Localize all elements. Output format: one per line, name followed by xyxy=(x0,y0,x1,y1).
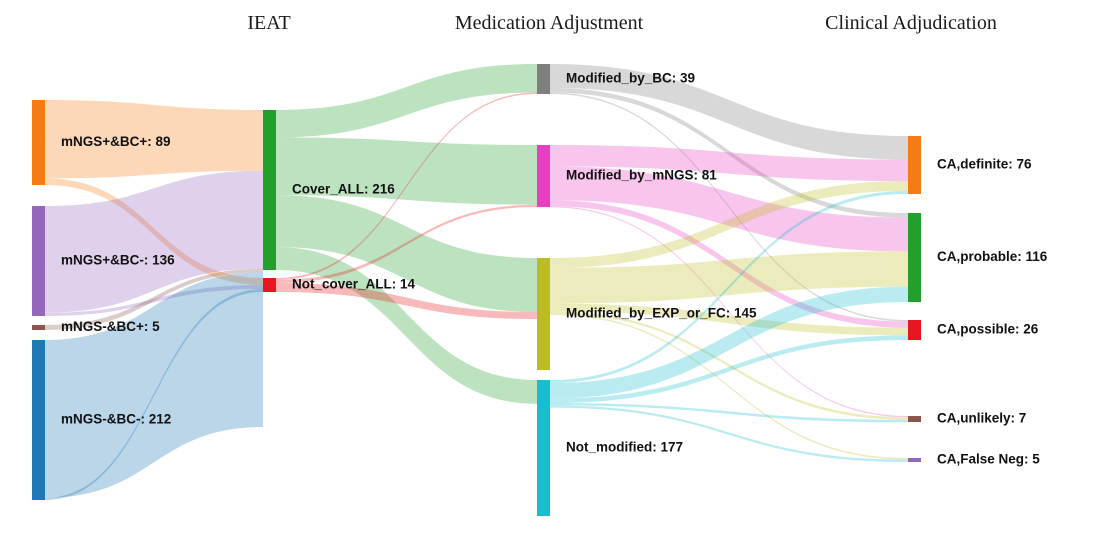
sankey-node[interactable] xyxy=(263,110,276,270)
sankey-link[interactable] xyxy=(276,64,537,138)
sankey-node-label: Cover_ALL: 216 xyxy=(292,182,395,197)
sankey-link[interactable] xyxy=(550,313,908,460)
sankey-node-label: CA,probable: 116 xyxy=(937,249,1048,264)
sankey-link[interactable] xyxy=(550,403,908,423)
sankey-node[interactable] xyxy=(32,100,45,185)
sankey-node[interactable] xyxy=(908,458,921,462)
sankey-link[interactable] xyxy=(550,303,908,336)
sankey-link[interactable] xyxy=(550,92,908,322)
sankey-node-label: Not_modified: 177 xyxy=(566,440,683,455)
sankey-link[interactable] xyxy=(45,285,263,316)
sankey-link[interactable] xyxy=(550,206,908,418)
sankey-node[interactable] xyxy=(537,145,550,207)
sankey-link[interactable] xyxy=(550,286,908,399)
sankey-link[interactable] xyxy=(550,311,908,420)
sankey-link[interactable] xyxy=(276,195,537,313)
sankey-link[interactable] xyxy=(550,145,908,182)
sankey-link[interactable] xyxy=(550,181,908,269)
sankey-link[interactable] xyxy=(276,283,537,320)
sankey-node[interactable] xyxy=(537,380,550,516)
sankey-node-label: CA,unlikely: 7 xyxy=(937,411,1026,426)
sankey-link[interactable] xyxy=(550,87,908,218)
sankey-link[interactable] xyxy=(45,268,263,330)
sankey-link[interactable] xyxy=(550,200,908,328)
column-header-ieat: IEAT xyxy=(247,12,291,34)
sankey-link[interactable] xyxy=(45,289,263,500)
sankey-link[interactable] xyxy=(550,405,908,462)
sankey-link[interactable] xyxy=(45,272,263,498)
sankey-node[interactable] xyxy=(32,206,45,316)
sankey-node-label: mNGS+&BC+: 89 xyxy=(61,134,171,149)
sankey-link[interactable] xyxy=(45,100,263,179)
labels-layer: mNGS+&BC+: 89 mNGS+&BC-: 136 mNGS-&BC+: 5 m… xyxy=(61,71,1048,467)
sankey-link[interactable] xyxy=(550,166,908,252)
sankey-node-label: mNGS-&BC-: 212 xyxy=(61,412,171,427)
sankey-node-label: mNGS-&BC+: 5 xyxy=(61,319,160,334)
sankey-link[interactable] xyxy=(550,190,908,384)
sankey-node[interactable] xyxy=(32,340,45,500)
sankey-node-label: CA,False Neg: 5 xyxy=(937,452,1040,467)
sankey-node[interactable] xyxy=(908,320,921,340)
sankey-node-label: CA,definite: 76 xyxy=(937,157,1032,172)
column-header-medication-adjustment: Medication Adjustment xyxy=(454,12,644,34)
sankey-node[interactable] xyxy=(908,416,921,422)
sankey-node-label: Modified_by_BC: 39 xyxy=(566,71,695,86)
sankey-link[interactable] xyxy=(276,204,537,283)
sankey-link[interactable] xyxy=(276,92,537,280)
sankey-node-label: CA,possible: 26 xyxy=(937,322,1039,337)
sankey-node[interactable] xyxy=(537,258,550,370)
sankey-link[interactable] xyxy=(276,137,537,205)
sankey-link[interactable] xyxy=(550,251,908,304)
sankey-link[interactable] xyxy=(45,170,263,313)
sankey-node[interactable] xyxy=(263,278,276,292)
sankey-node-label: mNGS+&BC-: 136 xyxy=(61,253,175,268)
sankey-link[interactable] xyxy=(45,178,263,285)
links-layer xyxy=(45,64,908,500)
column-header-clinical-adjudication: Clinical Adjudication xyxy=(825,12,997,34)
sankey-node[interactable] xyxy=(32,325,45,330)
sankey-link[interactable] xyxy=(550,64,908,160)
sankey-node[interactable] xyxy=(908,136,921,194)
sankey-node-label: Modified_by_EXP_or_FC: 145 xyxy=(566,306,757,321)
sankey-node[interactable] xyxy=(908,213,921,302)
sankey-node-label: Not_cover_ALL: 14 xyxy=(292,277,416,292)
sankey-link[interactable] xyxy=(276,247,537,404)
nodes-layer xyxy=(32,64,921,516)
sankey-node[interactable] xyxy=(537,64,550,94)
sankey-link[interactable] xyxy=(550,335,908,404)
sankey-node-label: Modified_by_mNGS: 81 xyxy=(566,168,717,183)
